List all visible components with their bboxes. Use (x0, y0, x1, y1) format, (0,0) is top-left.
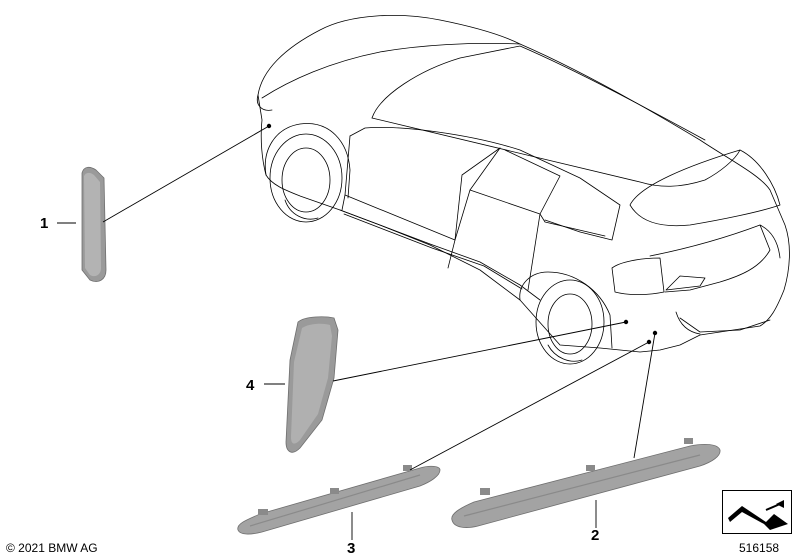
callout-4: 4 (246, 377, 255, 394)
callout-2: 2 (591, 527, 599, 544)
callout-3: 3 (347, 540, 355, 557)
part-4-reflector (285, 316, 339, 453)
part-2-trim-strip (451, 438, 721, 528)
nav-arrow-icon (722, 490, 792, 534)
callout-1: 1 (40, 215, 48, 232)
diagram-number: 516158 (739, 541, 780, 555)
part-1-reflector (81, 166, 107, 282)
part-3-trim-strip (237, 465, 441, 535)
copyright-text: © 2021 BMW AG (6, 541, 98, 555)
leader-lines (57, 125, 656, 540)
vehicle-outline (256, 15, 790, 365)
